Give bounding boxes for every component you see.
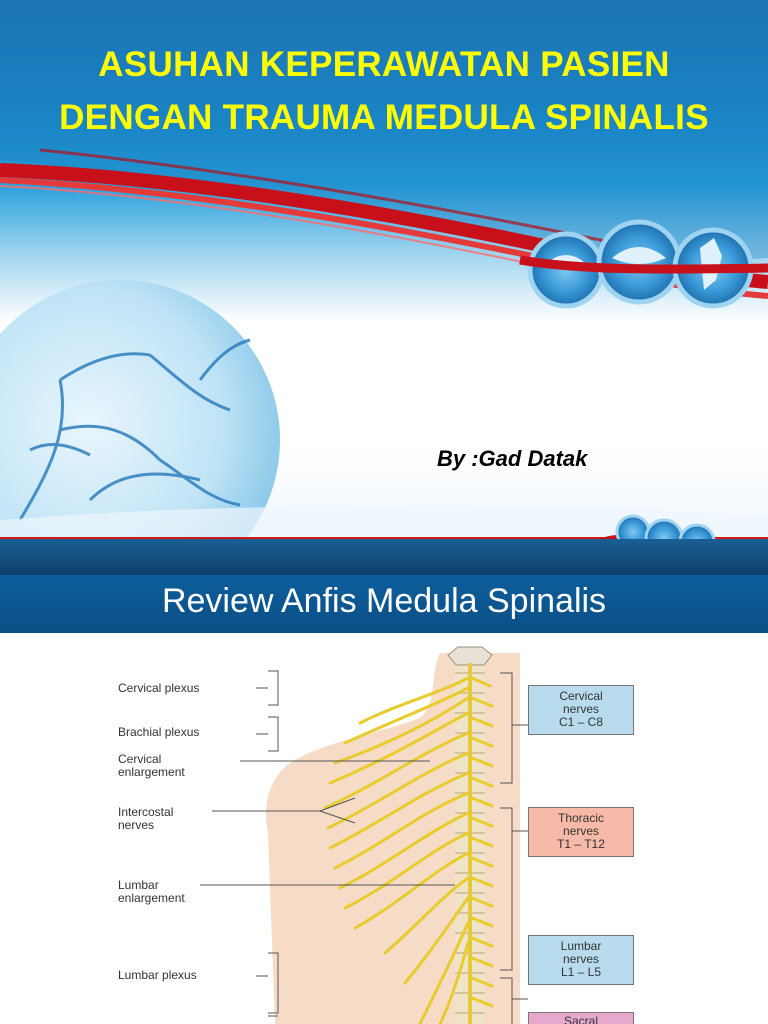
label-text: Cervical — [118, 752, 162, 766]
group-word: nerves — [562, 702, 600, 716]
group-name: Sacral — [563, 1014, 598, 1024]
group-name: Cervical — [559, 689, 603, 703]
label-text: Intercostal — [118, 805, 174, 819]
box-sacral-nerves: Sacral — [528, 1012, 634, 1024]
box-thoracic-nerves: Thoracic nerves T1 – T12 — [528, 807, 634, 857]
label-text: enlargement — [118, 891, 185, 905]
title-line-1: ASUHAN KEPERAWATAN PASIEN — [98, 45, 670, 84]
slide-header-band: Review Anfis Medula Spinalis — [0, 575, 768, 633]
label-text: enlargement — [118, 765, 185, 779]
label-cervical-enlargement: Cervical enlargement — [118, 753, 185, 779]
group-word: nerves — [562, 824, 600, 838]
group-name: Lumbar — [560, 939, 602, 953]
label-text: Lumbar — [118, 878, 159, 892]
slide-title: ASUHAN KEPERAWATAN PASIEN DENGAN TRAUMA … — [0, 38, 768, 144]
title-slide: ASUHAN KEPERAWATAN PASIEN DENGAN TRAUMA … — [0, 0, 768, 575]
footer-band — [0, 539, 768, 575]
box-lumbar-nerves: Lumbar nerves L1 – L5 — [528, 935, 634, 985]
group-word: nerves — [562, 952, 600, 966]
group-name: Thoracic — [557, 811, 604, 825]
label-intercostal-nerves: Intercostal nerves — [118, 806, 173, 832]
label-text: nerves — [118, 818, 155, 832]
author-label: By :Gad Datak — [437, 446, 588, 471]
label-cervical-plexus: Cervical plexus — [118, 682, 199, 695]
review-slide: Review Anfis Medula Spinalis — [0, 575, 768, 1024]
group-range: C1 – C8 — [558, 715, 604, 729]
label-text: Lumbar plexus — [118, 968, 197, 982]
label-lumbar-enlargement: Lumbar enlargement — [118, 879, 185, 905]
group-range: L1 – L5 — [560, 965, 602, 979]
group-range: T1 – T12 — [557, 837, 605, 851]
label-brachial-plexus: Brachial plexus — [118, 726, 199, 739]
label-text: Cervical plexus — [118, 681, 200, 695]
box-cervical-nerves: Cervical nerves C1 – C8 — [528, 685, 634, 735]
title-line-2: DENGAN TRAUMA MEDULA SPINALIS — [59, 98, 709, 137]
spinal-nerve-illustration — [200, 646, 528, 1024]
label-lumbar-plexus: Lumbar plexus — [118, 969, 197, 982]
slide-heading: Review Anfis Medula Spinalis — [161, 582, 607, 620]
slide-background-art — [0, 0, 768, 575]
label-text: Brachial plexus — [118, 725, 200, 739]
